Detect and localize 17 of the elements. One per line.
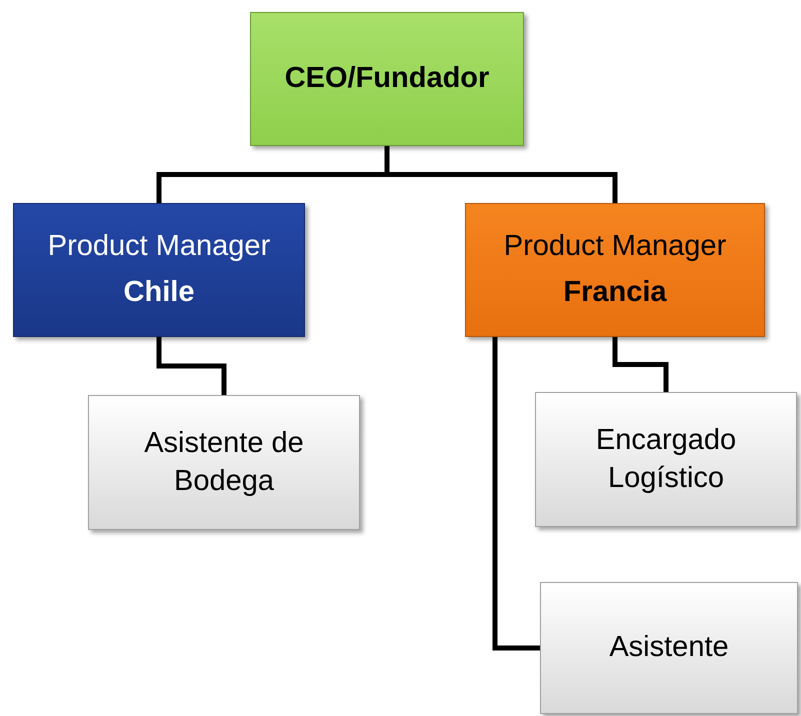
- role-title: Asistente de Bodega: [143, 426, 305, 498]
- role-title: Product Manager: [48, 229, 270, 264]
- connector-line: [156, 337, 226, 395]
- country-label: Francia: [563, 275, 667, 310]
- org-box: [250, 12, 524, 146]
- connector-line: [612, 337, 668, 392]
- role-title: Product Manager: [504, 229, 726, 264]
- role-title: Encargado Logístico: [594, 422, 738, 496]
- org-box: [13, 203, 305, 337]
- country-label: Chile: [124, 275, 194, 310]
- connector-line: [492, 337, 540, 650]
- role-title: Asistente: [609, 630, 729, 666]
- role-title: CEO/Fundador: [284, 61, 490, 96]
- org-box: [535, 392, 797, 527]
- org-box: [540, 582, 798, 714]
- org-box: [465, 203, 765, 337]
- org-box: [88, 395, 360, 530]
